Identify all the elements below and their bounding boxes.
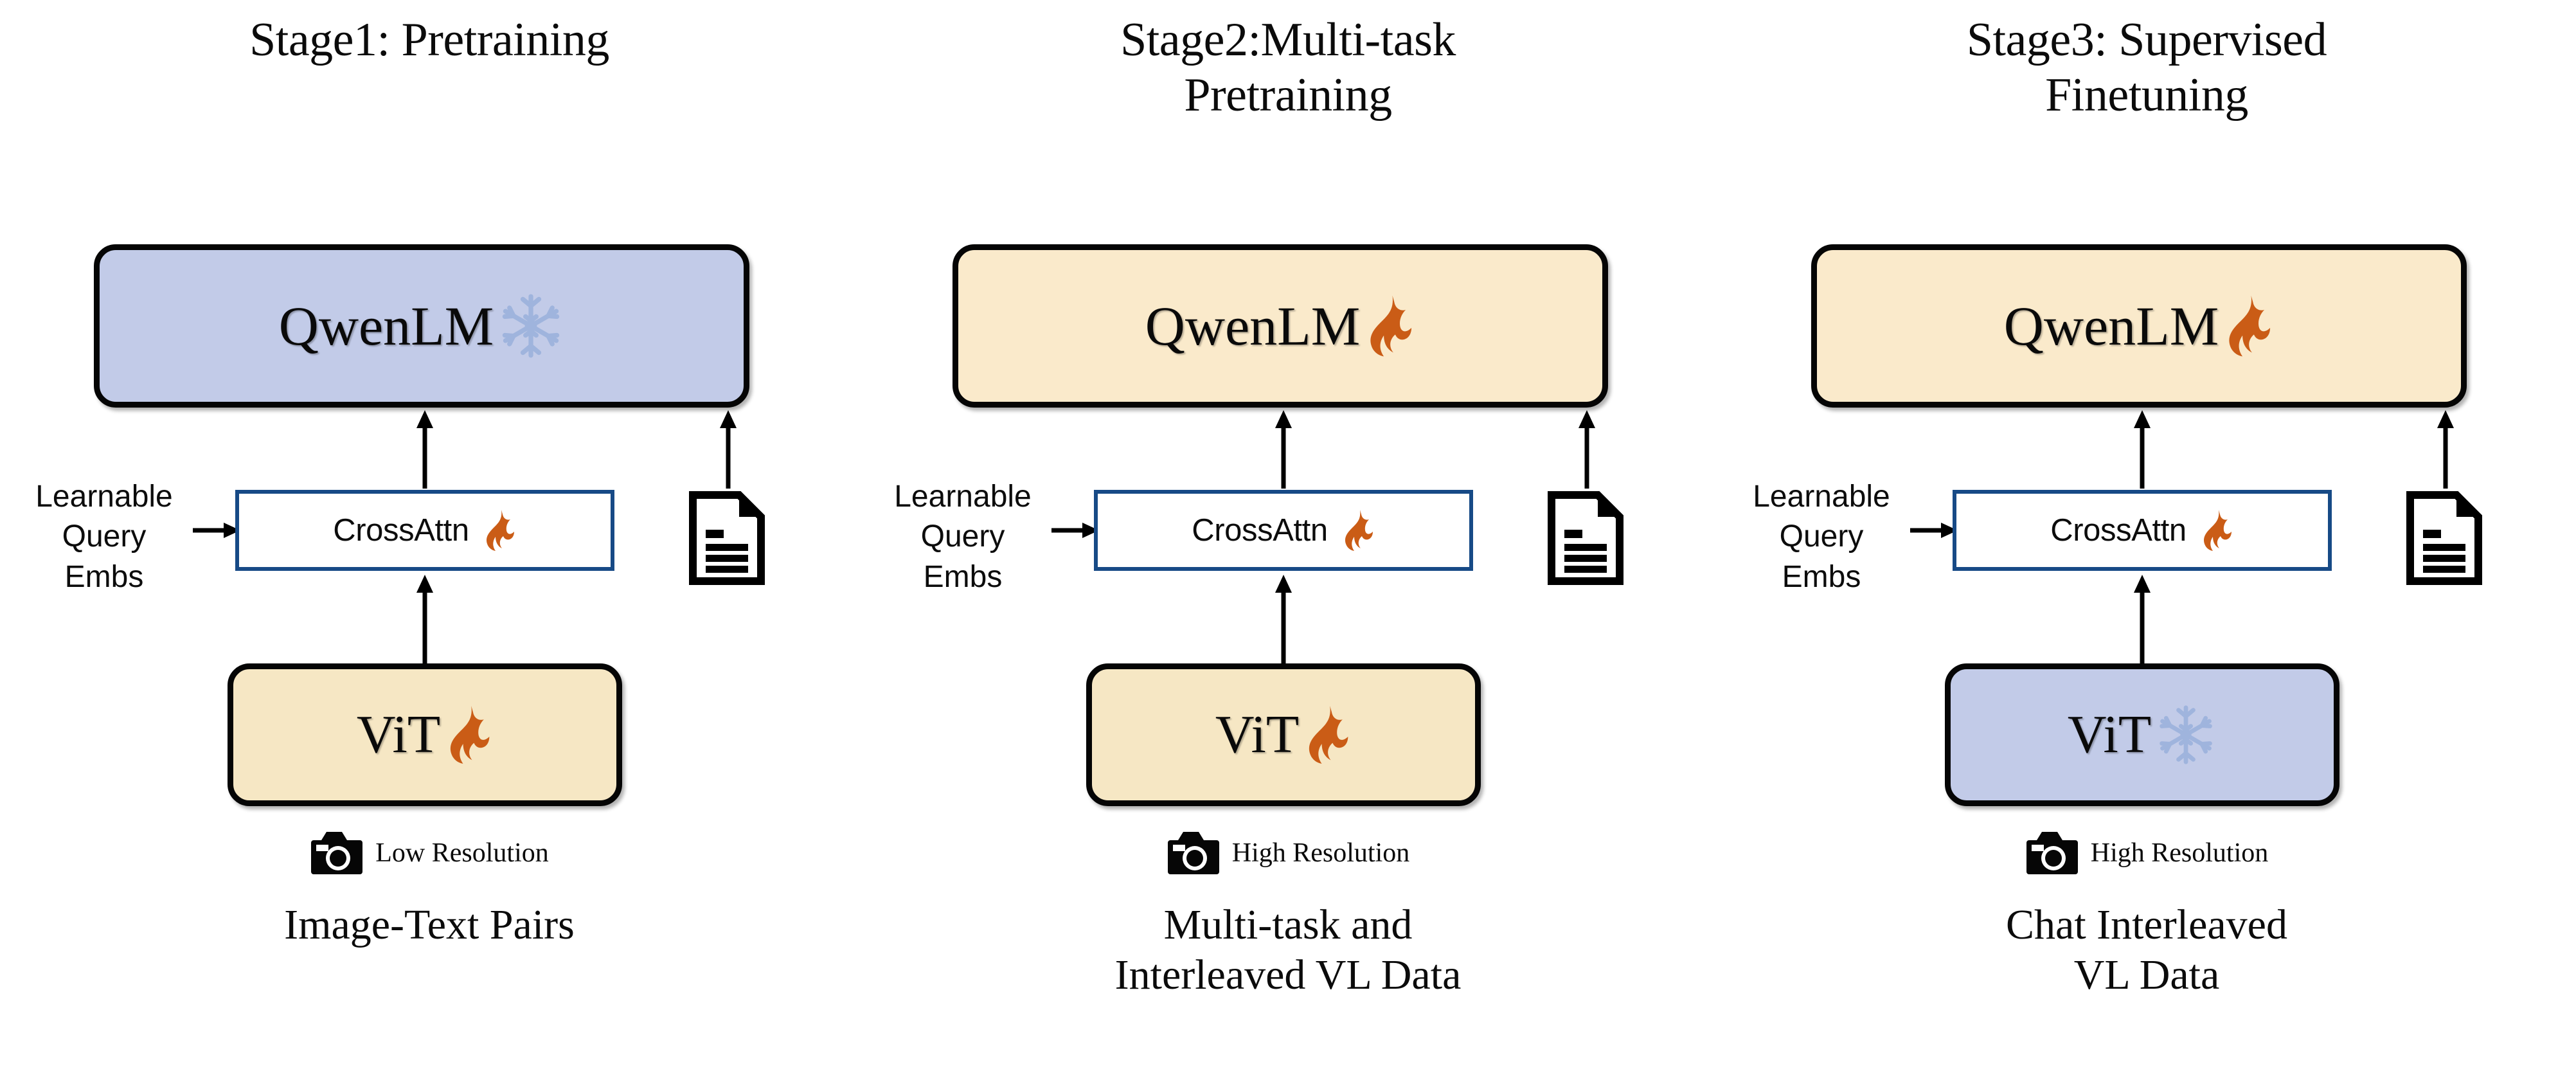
camera-icon [2026,832,2078,874]
qwenlm-box[interactable]: QwenLM [94,244,749,408]
qwenlm-label: QwenLM [1145,295,1361,357]
crossattn-box[interactable]: CrossAttn [1953,490,2332,571]
crossattn-label: CrossAttn [333,513,469,548]
vit-label: ViT [1215,705,1300,764]
vit-box[interactable]: ViT [1945,663,2339,806]
snowflake-icon [2160,705,2212,764]
flame-icon [2203,510,2232,551]
stage-column-3: Stage3: Supervised Finetuning QwenLM Lea… [1717,0,2576,1080]
arrow-vit-to-crossattn [1275,575,1292,663]
document-icon [689,491,765,585]
stage-caption: Image-Text Pairs [284,901,575,948]
document-icon [1548,491,1623,585]
flame-icon [2229,295,2271,357]
resolution-label: High Resolution [1231,838,1410,868]
flame-icon [1345,510,1373,551]
vit-label: ViT [2067,705,2152,764]
resolution-label: High Resolution [2090,838,2269,868]
vit-box[interactable]: ViT [1086,663,1481,806]
snowflake-icon [502,294,560,358]
flame-icon [486,510,514,551]
arrow-query-embs-to-crossattn [1051,523,1099,538]
arrow-vit-to-crossattn [416,575,433,663]
crossattn-label: CrossAttn [2050,513,2187,548]
stage-caption: Multi-task and Interleaved VL Data [1114,901,1462,998]
learnable-query-embs-label: Learnable Query Embs [1753,480,1890,594]
flame-icon [450,705,490,764]
stage-title: Stage3: Supervised Finetuning [1966,14,2327,122]
crossattn-box[interactable]: CrossAttn [1094,490,1473,571]
qwenlm-label: QwenLM [278,295,494,357]
camera-icon [311,832,363,874]
document-icon [2406,491,2482,585]
stage-column-2: Stage2:Multi-task Pretraining QwenLM Lea… [859,0,1717,1080]
camera-icon [1167,832,1219,874]
flame-icon [1309,705,1348,764]
flame-icon [1370,295,1412,357]
learnable-query-embs-label: Learnable Query Embs [35,480,173,594]
image-input-row: High Resolution [1717,829,2576,877]
arrow-crossattn-to-qwenlm [416,410,433,489]
image-input-row: Low Resolution [0,829,859,877]
qwenlm-box[interactable]: QwenLM [953,244,1608,408]
vit-label: ViT [356,705,441,764]
stage-title: Stage2:Multi-task Pretraining [1120,14,1456,122]
stage-title: Stage1: Pretraining [249,14,609,66]
image-input-row: High Resolution [859,829,1717,877]
learnable-query-embs-label: Learnable Query Embs [894,480,1032,594]
arrow-document-to-qwenlm [2437,410,2454,489]
crossattn-label: CrossAttn [1192,513,1328,548]
arrow-crossattn-to-qwenlm [1275,410,1292,489]
arrow-vit-to-crossattn [2134,575,2151,663]
arrow-query-embs-to-crossattn [1910,523,1958,538]
vit-box[interactable]: ViT [228,663,622,806]
qwenlm-box[interactable]: QwenLM [1811,244,2467,408]
qwenlm-label: QwenLM [2003,295,2219,357]
stage-caption: Chat Interleaved VL Data [2006,901,2287,998]
arrow-document-to-qwenlm [1579,410,1595,489]
resolution-label: Low Resolution [375,838,549,868]
stage-column-1: Stage1: Pretraining QwenLM [0,0,859,1080]
arrow-query-embs-to-crossattn [193,523,240,538]
crossattn-box[interactable]: CrossAttn [235,490,614,571]
arrow-crossattn-to-qwenlm [2134,410,2151,489]
arrow-document-to-qwenlm [720,410,737,489]
